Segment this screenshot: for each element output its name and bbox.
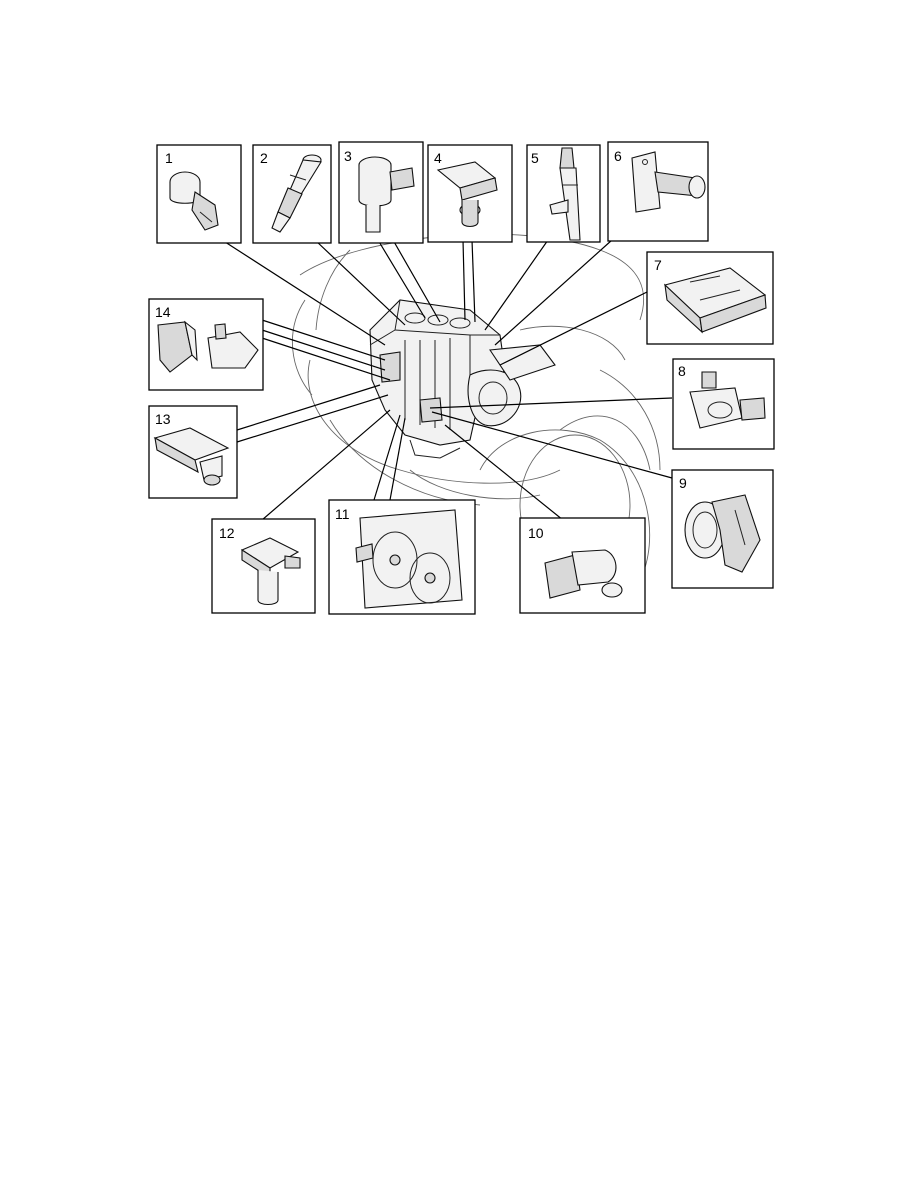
callout-3: 3 [338,141,424,244]
callout-7: 7 [646,251,774,345]
crankshaft-sensor-illustration [544,549,623,599]
mass-air-flow-sensor-illustration [631,151,706,213]
radiator-fan-illustration [355,509,463,609]
fuel-injector-illustration [271,154,322,233]
sensor-1-illustration [169,171,219,231]
coolant-pump-illustration [689,371,766,429]
callout-number-13: 13 [155,411,171,427]
callout-number-11: 11 [335,506,350,522]
callout-number-2: 2 [260,150,268,166]
callout-number-6: 6 [614,148,622,164]
engine-block [369,299,556,459]
callout-number-12: 12 [219,525,235,541]
callout-number-1: 1 [165,150,173,166]
callout-2: 2 [252,144,332,244]
engine-control-module-illustration [663,267,767,334]
callout-11: 11 [328,499,476,615]
callout-14: 14 [148,298,264,391]
callout-13: 13 [148,405,238,499]
callout-4: 4 [427,144,513,243]
solenoid-valve-illustration [358,156,415,233]
callout-5: 5 [526,144,601,243]
camshaft-sensor-illustration [436,161,498,228]
leader-lines [221,239,673,521]
oil-control-valve-illustration [549,147,581,241]
pressure-sensor-illustration [153,427,230,486]
oil-level-sensor-illustration [240,537,301,606]
callout-number-4: 4 [434,150,442,166]
callout-12: 12 [211,518,316,614]
callout-9: 9 [671,469,774,589]
callout-number-10: 10 [528,525,544,541]
callout-number-8: 8 [678,363,686,379]
callout-number-14: 14 [155,304,171,320]
car-body-outline [292,233,661,581]
callout-number-5: 5 [531,150,539,166]
knock-sensor-pair-illustration [157,320,259,373]
throttle-body-illustration [684,494,761,573]
callout-number-9: 9 [679,475,687,491]
callout-6: 6 [607,141,709,242]
callout-number-7: 7 [654,257,662,273]
callout-1: 1 [156,144,242,244]
callout-8: 8 [672,358,775,450]
callout-number-3: 3 [344,148,352,164]
callout-10: 10 [519,517,646,614]
